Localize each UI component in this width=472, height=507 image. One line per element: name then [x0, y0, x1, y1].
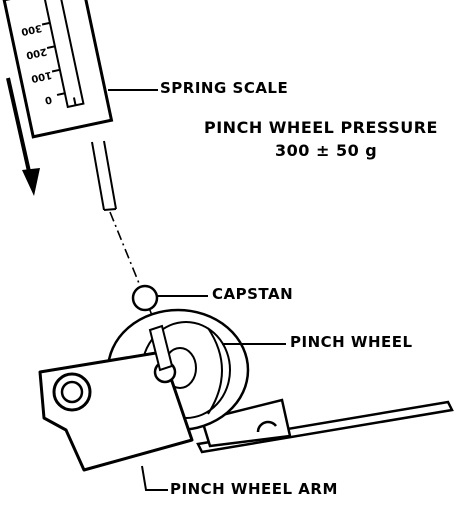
spring-scale-label: SPRING SCALE: [160, 79, 289, 97]
capstan-label: CAPSTAN: [212, 285, 294, 303]
scale-tick-label: 200: [25, 45, 48, 60]
pinch-wheel-label: PINCH WHEEL: [290, 333, 413, 351]
spring-scale: 300 200 100 0: [2, 0, 114, 139]
pressure-title: PINCH WHEEL PRESSURE: [204, 118, 438, 137]
scale-tick-label: 0: [44, 93, 53, 105]
pinch-wheel-pin: [148, 324, 174, 372]
pinch-wheel-arm-label: PINCH WHEEL ARM: [170, 480, 338, 498]
pressure-value: 300 ± 50 g: [275, 141, 378, 160]
scale-tick-label: 100: [30, 69, 53, 84]
scale-rod: [91, 140, 159, 331]
capstan-shape: [131, 284, 159, 312]
scale-tick-label: 300: [20, 22, 43, 37]
pull-direction-arrow: [6, 77, 40, 196]
arm-front-plate: [38, 350, 194, 472]
pinch-wheel-arm-leader: [141, 465, 168, 491]
pinch-wheel-arm-shape: [196, 398, 454, 454]
